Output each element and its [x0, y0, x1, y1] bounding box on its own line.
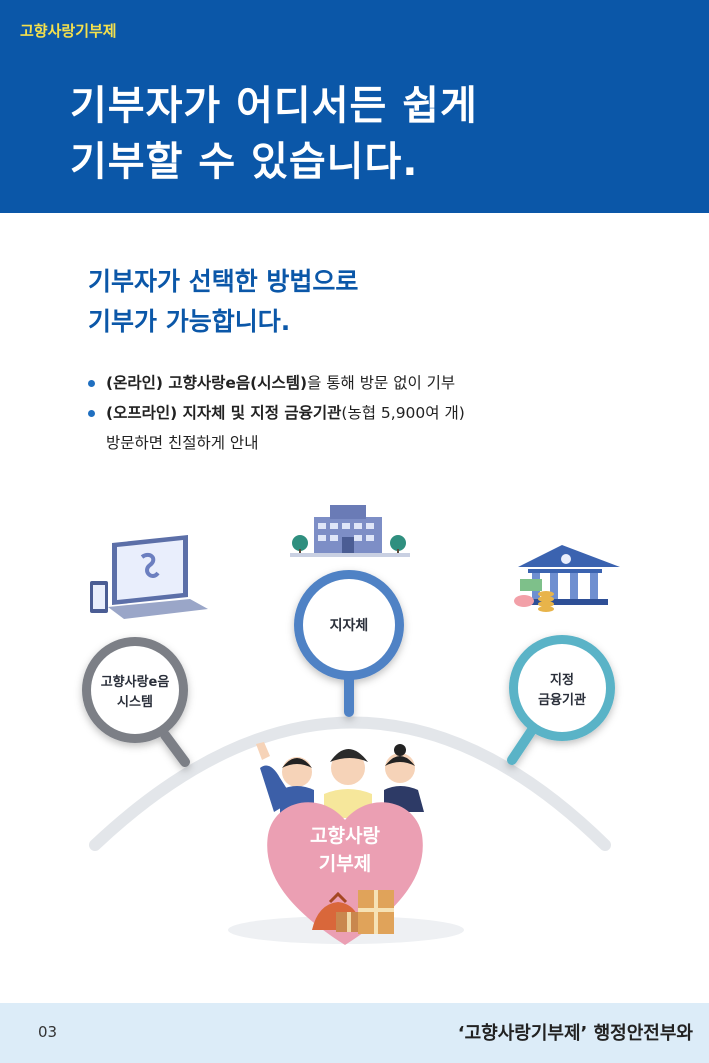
pin-left-label-1: 고향사랑e음	[101, 674, 170, 690]
subhead-line-1: 기부자가 선택한 방법으로	[88, 267, 359, 296]
brand-tag: 고향사랑기부제	[20, 22, 117, 40]
footer: 03 ‘고향사랑기부제’ 행정안전부와	[0, 1003, 709, 1063]
page-number: 03	[38, 1023, 58, 1041]
donation-methods-illustration: 고향사랑e음 시스템 지자체 지정 금융기관 고향사랑 기부제	[82, 505, 620, 945]
bullet-dot-icon	[88, 410, 95, 417]
list-item-offline: (오프라인) 지자체 및 지정 금융기관(농협 5,900여 개)	[88, 398, 465, 428]
footer-title: ‘고향사랑기부제’ 행정안전부와	[457, 1023, 693, 1044]
offline-desc: (농협 5,900여 개)	[341, 404, 465, 422]
headline: 기부자가 어디서든 쉽게 기부할 수 있습니다.	[70, 78, 478, 190]
pin-center-label: 지자체	[330, 618, 369, 634]
pin-left-label-2: 시스템	[117, 695, 153, 710]
pin-right-label-1: 지정	[550, 672, 574, 688]
heart-label-2: 기부제	[319, 853, 371, 875]
headline-line-2: 기부할 수 있습니다.	[70, 139, 419, 185]
method-list: (온라인) 고향사랑e음(시스템)을 통해 방문 없이 기부 (오프라인) 지자…	[88, 368, 465, 458]
headline-line-1: 기부자가 어디서든 쉽게	[70, 83, 478, 129]
bank-icon	[514, 545, 620, 612]
list-item-online: (온라인) 고향사랑e음(시스템)을 통해 방문 없이 기부	[88, 368, 465, 398]
header-banner: 고향사랑기부제 기부자가 어디서든 쉽게 기부할 수 있습니다.	[0, 0, 709, 213]
pin-center	[294, 570, 404, 717]
bullet-dot-icon	[88, 380, 95, 387]
arc-path	[89, 716, 611, 851]
online-label: (온라인) 고향사랑e음(시스템)	[106, 374, 308, 392]
gift-box-icon	[336, 890, 394, 934]
pin-right	[507, 635, 615, 765]
offline-label: (오프라인) 지자체 및 지정 금융기관	[106, 404, 342, 422]
offline-desc-2: 방문하면 친절하게 안내	[106, 434, 259, 452]
city-hall-icon	[290, 505, 410, 557]
subhead: 기부자가 선택한 방법으로 기부가 가능합니다.	[88, 262, 358, 342]
laptop-icon	[90, 535, 208, 619]
online-desc: 을 통해 방문 없이 기부	[307, 374, 456, 392]
pin-right-label-2: 금융기관	[538, 692, 586, 708]
list-item-offline-cont: 방문하면 친절하게 안내	[88, 428, 465, 458]
subhead-line-2: 기부가 가능합니다.	[88, 307, 291, 336]
heart-label-1: 고향사랑	[310, 825, 380, 847]
pin-left	[82, 637, 190, 767]
